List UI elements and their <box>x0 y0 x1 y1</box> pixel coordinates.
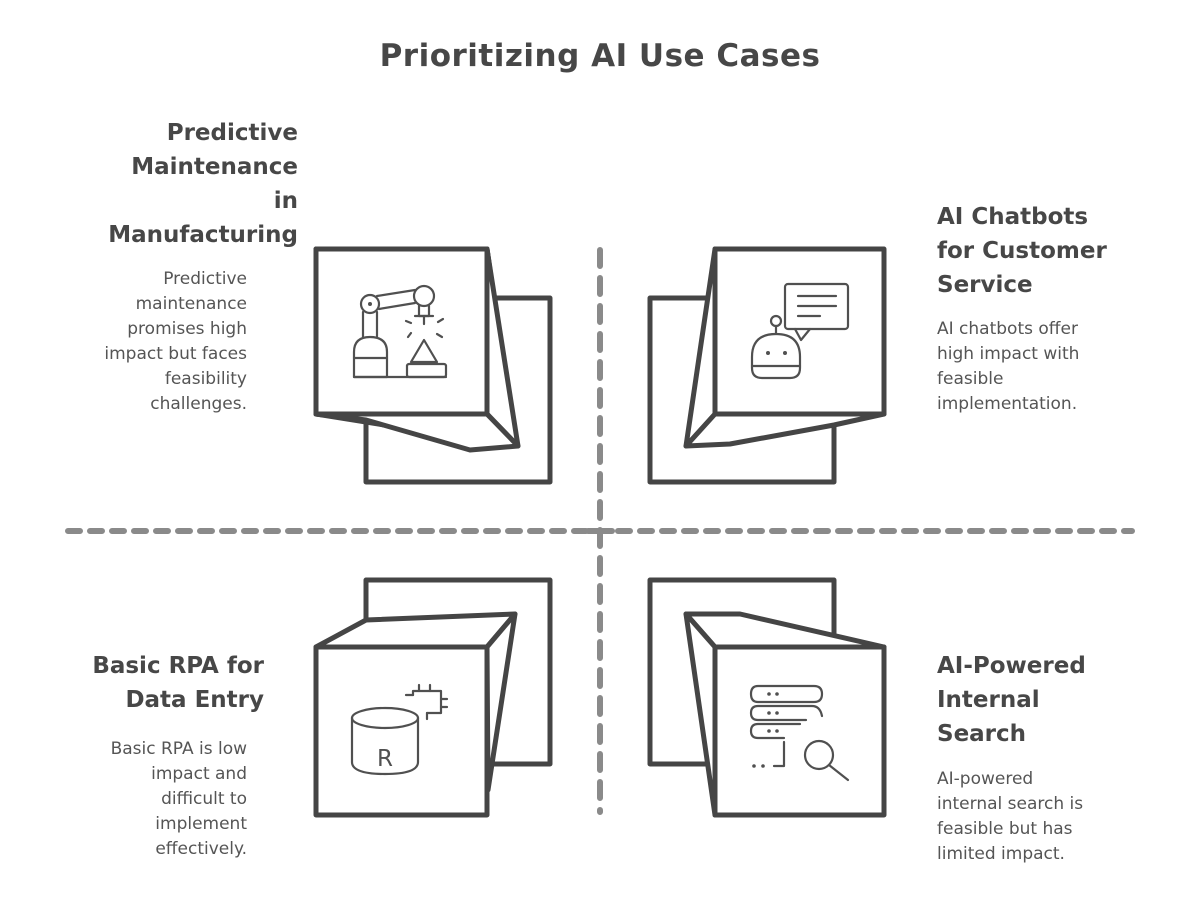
quadrant-desc-ai-powered-search: AI-powered internal search is feasible b… <box>937 769 1084 864</box>
quadrant-title-ai-powered-search: AI-Powered Internal Search <box>937 653 1086 747</box>
rpa-database-icon: R <box>350 683 449 776</box>
quadrant-title-basic-rpa: Basic RPA for Data Entry <box>92 653 264 713</box>
quadrant-desc-ai-chatbots: AI chatbots offer high impact with feasi… <box>937 319 1080 414</box>
cube-bottom-right <box>647 577 887 818</box>
robot-arm-icon <box>352 284 448 379</box>
cube-top-right <box>647 246 887 485</box>
quadrant-desc-basic-rpa: Basic RPA is low impact and difficult to… <box>110 739 247 859</box>
quadrant-title-predictive-maintenance: Predictive Maintenance in Manufacturing <box>108 120 298 248</box>
cube-top-left <box>313 246 553 485</box>
server-search-icon <box>749 684 850 782</box>
chatbot-icon <box>750 282 850 380</box>
quadrant-desc-predictive-maintenance: Predictive maintenance promises high imp… <box>104 269 247 414</box>
rpa-letter: R <box>377 746 393 772</box>
quadrant-title-ai-chatbots: AI Chatbots for Customer Service <box>937 204 1107 298</box>
diagram-title: Prioritizing AI Use Cases <box>379 38 821 74</box>
cube-bottom-left <box>313 577 553 818</box>
